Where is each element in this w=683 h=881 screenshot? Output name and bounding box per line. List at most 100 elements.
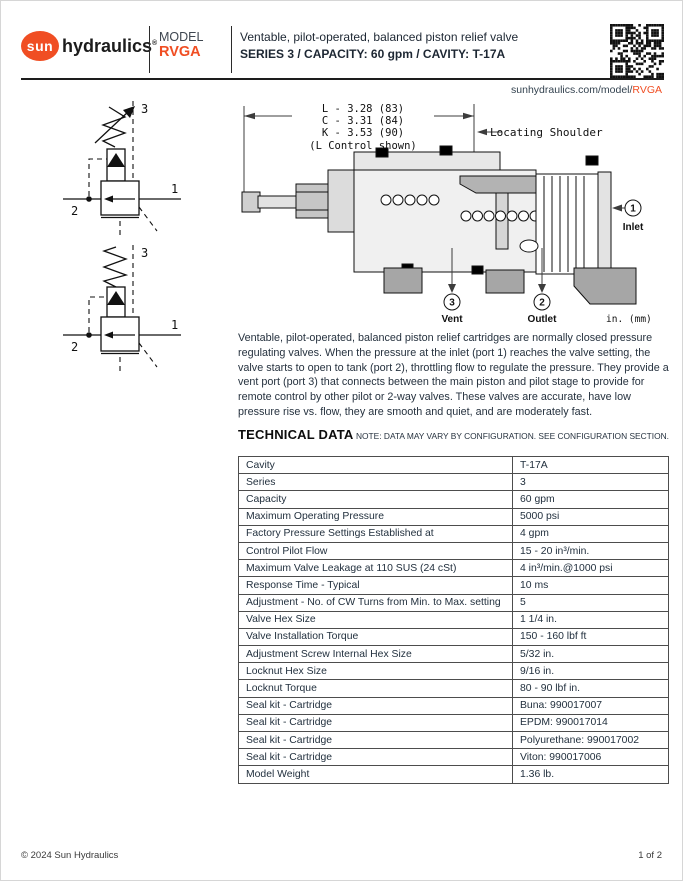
spec-label: Valve Installation Torque <box>238 627 513 647</box>
spec-label: Response Time - Typical <box>238 576 513 595</box>
spec-value: 4 gpm <box>512 524 669 543</box>
port-2-label: Outlet <box>528 314 558 325</box>
units-note: in. (mm) <box>606 314 652 325</box>
spec-value: 10 ms <box>512 576 669 595</box>
header-rule <box>21 78 664 80</box>
product-description: Ventable, pilot-operated, balanced pisto… <box>238 332 669 418</box>
spec-value: Viton: 990017006 <box>512 748 669 767</box>
title-line-2: SERIES 3 / CAPACITY: 60 gpm / CAVITY: T-… <box>240 46 506 61</box>
spec-value: 150 - 160 lbf ft <box>512 627 669 647</box>
spec-value: T-17A <box>512 455 669 475</box>
locating-shoulder-label: Locating Shoulder <box>490 126 603 139</box>
schematic-port-3-label: 3 <box>141 246 148 260</box>
spec-label: Capacity <box>238 490 513 509</box>
model-label: MODEL <box>159 30 204 44</box>
port-2-number: 2 <box>539 298 545 309</box>
spec-label: Seal kit - Cartridge <box>238 696 513 715</box>
title-line-1: Ventable, pilot-operated, balanced pisto… <box>240 30 519 44</box>
spec-label: Seal kit - Cartridge <box>238 730 513 750</box>
logo-wordmark: hydraulics® <box>62 35 158 56</box>
schematic-port-2-label: 2 <box>71 204 78 218</box>
spec-label: Maximum Valve Leakage at 110 SUS (24 cSt… <box>238 559 513 578</box>
header-divider-1 <box>149 26 150 73</box>
dimension-note: (L Control shown) <box>309 140 416 152</box>
model-value: RVGA <box>159 44 201 61</box>
spec-value: 9/16 in. <box>512 662 669 681</box>
model-url-link[interactable]: sunhydraulics.com/model/RVGA <box>511 84 662 96</box>
copyright-text: © 2024 Sun Hydraulics <box>21 850 119 861</box>
spec-label: Factory Pressure Settings Established at <box>238 524 513 543</box>
port-3-number: 3 <box>449 298 455 309</box>
table-row: Factory Pressure Settings Established at… <box>238 524 669 543</box>
registered-mark: ® <box>152 39 158 47</box>
spec-value: EPDM: 990017014 <box>512 713 669 733</box>
spec-value: 5000 psi <box>512 507 669 526</box>
dimension-k: K - 3.53 (90) <box>322 127 404 139</box>
sun-logo-icon: sun <box>21 31 59 61</box>
spec-label: Adjustment - No. of CW Turns from Min. t… <box>238 593 513 612</box>
spec-label: Seal kit - Cartridge <box>238 748 513 767</box>
spec-value: 4 in³/min.@1000 psi <box>512 559 669 578</box>
spec-label: Control Pilot Flow <box>238 541 513 561</box>
table-row: Adjustment - No. of CW Turns from Min. t… <box>238 593 669 612</box>
spec-value: 60 gpm <box>512 490 669 509</box>
spec-label: Valve Hex Size <box>238 610 513 629</box>
technical-data-note: NOTE: DATA MAY VARY BY CONFIGURATION. SE… <box>355 431 669 441</box>
dimension-l: L - 3.28 (83) <box>322 103 404 115</box>
spec-value: 1 1/4 in. <box>512 610 669 629</box>
spec-value: Buna: 990017007 <box>512 696 669 715</box>
spec-label: Locknut Hex Size <box>238 662 513 681</box>
qr-code <box>610 24 664 78</box>
hydraulic-schematic-symbol-l-control: 3 1 2 <box>63 101 181 239</box>
spec-label: Model Weight <box>238 765 513 784</box>
schematic-port-1-label: 1 <box>171 318 178 332</box>
spec-label: Series <box>238 473 513 492</box>
port-1-number: 1 <box>630 204 636 215</box>
spec-value: 80 - 90 lbf in. <box>512 679 669 698</box>
spec-label: Locknut Torque <box>238 679 513 698</box>
model-block: MODEL RVGA <box>159 30 203 61</box>
spec-label: Seal kit - Cartridge <box>238 713 513 733</box>
sun-hydraulics-logo: sun hydraulics® <box>21 31 157 61</box>
page-number: 1 of 2 <box>638 850 662 861</box>
spec-value: 1.36 lb. <box>512 765 669 784</box>
dimension-c: C - 3.31 (84) <box>322 115 404 127</box>
schematic-port-1-label: 1 <box>171 182 178 196</box>
spec-label: Cavity <box>238 455 513 475</box>
schematic-port-3-label: 3 <box>141 102 148 116</box>
header-divider-2 <box>231 26 232 73</box>
technical-data-title: TECHNICAL DATA <box>238 427 354 442</box>
schematic-port-2-label: 2 <box>71 340 78 354</box>
table-row: Maximum Valve Leakage at 110 SUS (24 cSt… <box>238 559 669 578</box>
spec-label: Adjustment Screw Internal Hex Size <box>238 645 513 664</box>
technical-data-header: TECHNICAL DATA NOTE: DATA MAY VARY BY CO… <box>238 427 669 442</box>
hydraulic-schematic-symbol-fixed-control: 3 1 2 <box>63 245 181 375</box>
spec-value: 5 <box>512 593 669 612</box>
spec-value: 3 <box>512 473 669 492</box>
port-1-label: Inlet <box>623 222 644 233</box>
spec-value: Polyurethane: 990017002 <box>512 730 669 750</box>
logo-sun-text: sun <box>26 38 54 54</box>
spec-value: 15 - 20 in³/min. <box>512 541 669 561</box>
port-3-label: Vent <box>441 314 463 325</box>
cartridge-cross-section-drawing: L - 3.28 (83) C - 3.31 (84) K - 3.53 (90… <box>241 103 652 325</box>
spec-value: 5/32 in. <box>512 645 669 664</box>
